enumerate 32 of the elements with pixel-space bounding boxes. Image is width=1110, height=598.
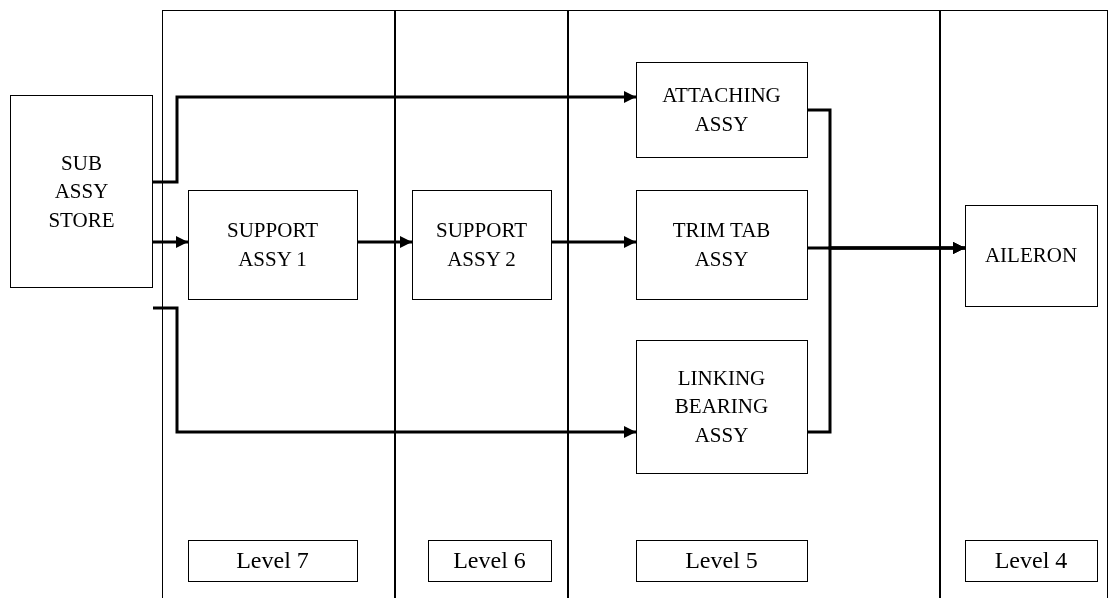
arrow — [808, 242, 965, 434]
node-label: Level 6 — [452, 546, 527, 576]
arrow — [358, 236, 412, 248]
node-label: SUPPORT ASSY 2 — [435, 217, 528, 273]
node-label: SUB ASSY STORE — [47, 150, 116, 234]
node-label: TRIM TAB ASSY — [671, 217, 772, 273]
node-label: AILERON — [983, 242, 1079, 270]
node-label: Level 5 — [684, 546, 759, 576]
process-box — [187, 189, 358, 300]
level-box — [427, 539, 552, 582]
column-band — [162, 10, 395, 598]
level-box — [635, 539, 808, 582]
process-box — [635, 339, 808, 474]
column-band — [395, 10, 568, 598]
node-label: Level 7 — [235, 546, 310, 576]
process-box — [964, 204, 1098, 307]
process-box — [10, 95, 153, 288]
arrow — [153, 306, 636, 438]
level-box — [187, 539, 358, 582]
process-box — [635, 189, 808, 300]
process-box — [411, 189, 552, 300]
arrow — [153, 91, 636, 184]
arrow — [552, 236, 636, 248]
node-label: SUPPORT ASSY 1 — [226, 217, 319, 273]
column-band — [568, 10, 940, 598]
node-label: ATTACHING ASSY — [661, 82, 782, 138]
column-band — [940, 10, 1108, 598]
arrow — [153, 236, 188, 248]
node-label: Level 4 — [993, 546, 1069, 576]
process-box — [635, 61, 808, 158]
level-box — [964, 539, 1098, 582]
node-label: LINKING BEARING ASSY — [673, 365, 770, 449]
